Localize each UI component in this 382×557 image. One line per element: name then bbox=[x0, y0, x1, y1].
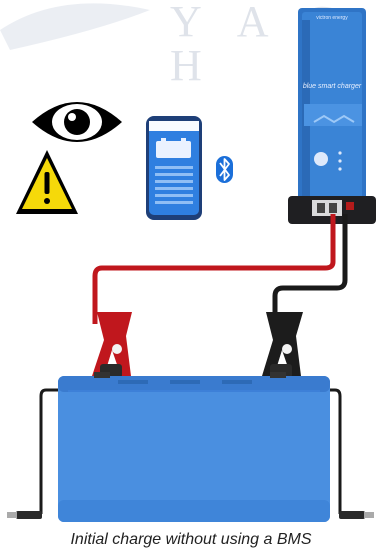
battery bbox=[58, 372, 330, 522]
charger-unit bbox=[288, 8, 376, 224]
smartphone-app-icon bbox=[146, 116, 202, 220]
left-connector bbox=[7, 511, 42, 519]
positive-clamp bbox=[92, 312, 132, 378]
positive-cable bbox=[95, 214, 333, 324]
figure-caption: Initial charge without using a BMS bbox=[0, 531, 382, 549]
right-connector bbox=[339, 511, 374, 519]
negative-clamp bbox=[262, 312, 303, 378]
watermark-swoosh bbox=[0, 3, 150, 50]
eye-icon bbox=[32, 102, 122, 142]
bluetooth-icon bbox=[216, 156, 233, 183]
warning-icon bbox=[16, 150, 78, 214]
charger-product-name: blue smart charger bbox=[301, 83, 363, 90]
charger-brand: victron energy bbox=[307, 15, 357, 21]
